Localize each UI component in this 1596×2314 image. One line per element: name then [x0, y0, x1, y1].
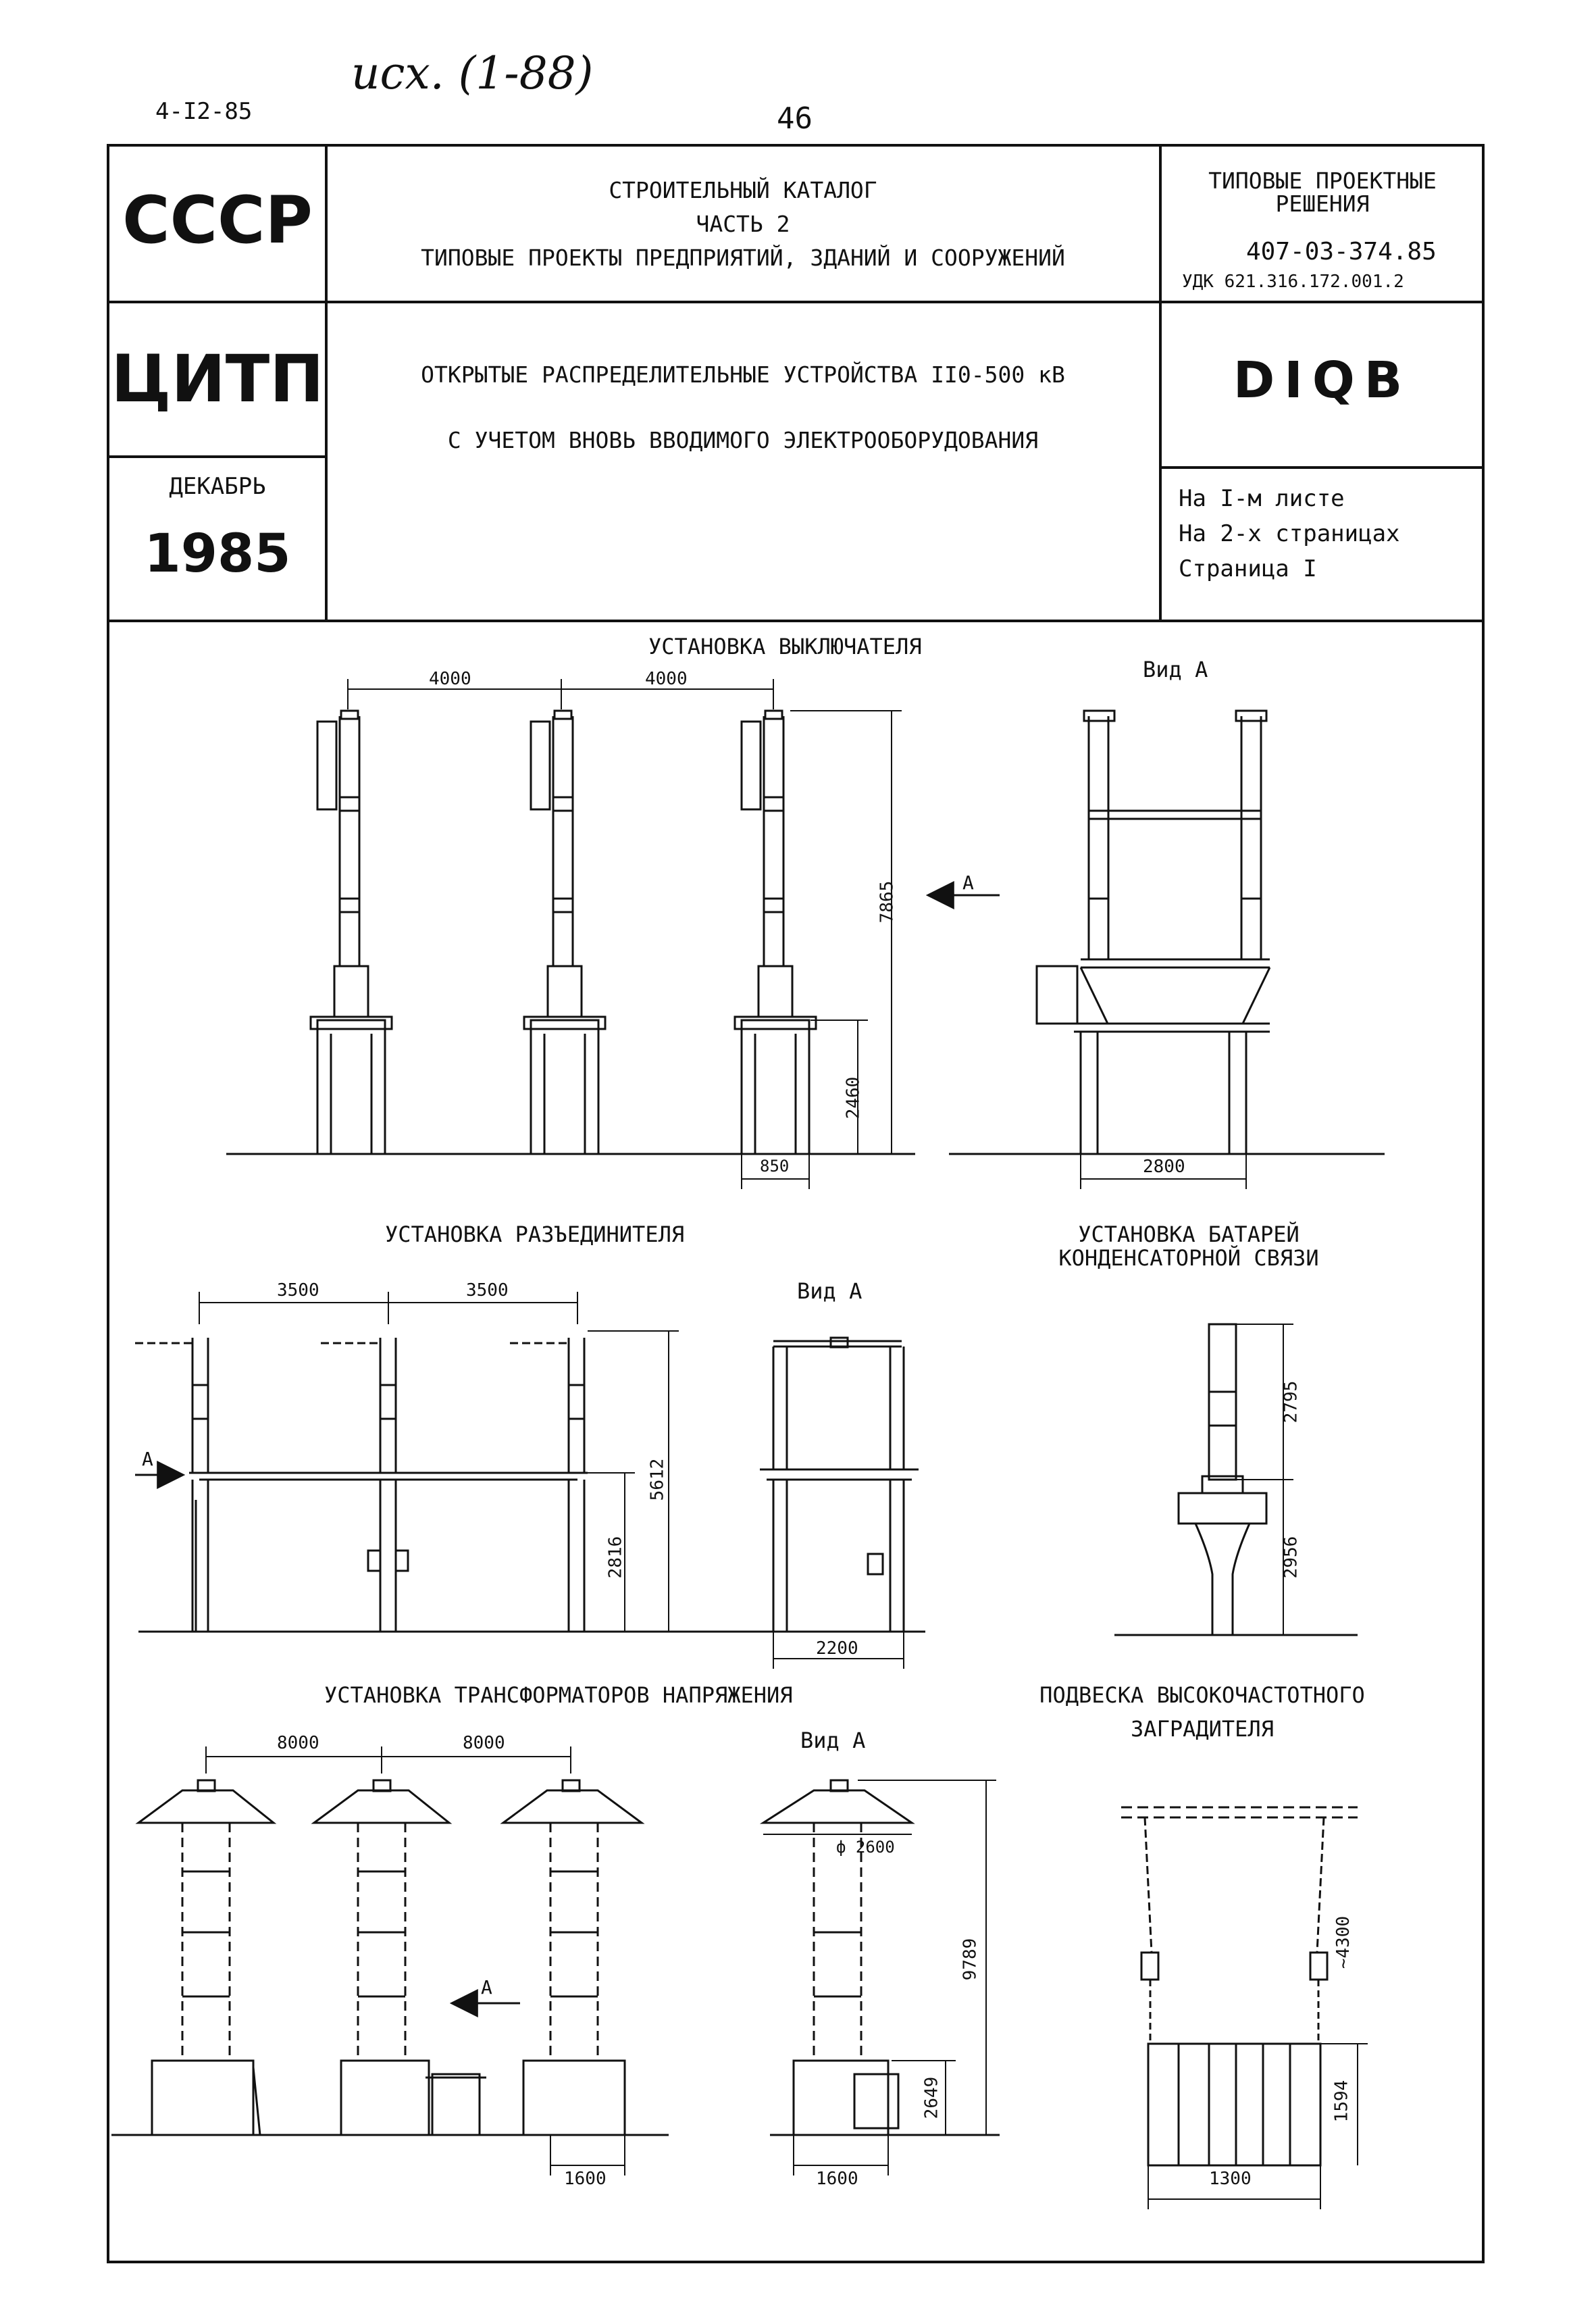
capacitor-drawing [1114, 1323, 1358, 1636]
disconnector-dim-height: 5612 [647, 1458, 668, 1501]
header-divider-right [1159, 144, 1162, 621]
catalog-line-1: СТРОИТЕЛЬНЫЙ КАТАЛОГ [609, 177, 877, 203]
catalog-line-3: ТИПОВЫЕ ПРОЕКТЫ ПРЕДПРИЯТИЙ, ЗДАНИЙ И СО… [421, 245, 1065, 271]
sheet-title-line-2: С УЧЕТОМ ВНОВЬ ВВОДИМОГО ЭЛЕКТРООБОРУДОВ… [447, 427, 1039, 453]
header-row-line [107, 301, 1485, 303]
breaker-pole-2 [523, 709, 607, 1155]
typical-solutions-line-1: ТИПОВЫЕ ПРОЕКТНЫЕ [1208, 168, 1437, 194]
outer-frame [107, 144, 1485, 2263]
disconnector-dim-base: 2816 [605, 1536, 626, 1579]
transformer-view-a [759, 1779, 1000, 2175]
citp-label: ЦИТП [111, 341, 324, 417]
breaker-pole-3 [733, 709, 817, 1155]
disconnector-dim-view-width: 2200 [816, 1638, 858, 1659]
disconnector-dim-span-2: 3500 [466, 1280, 509, 1301]
breaker-arrow-label: А [962, 872, 974, 894]
breaker-dim-view-width: 2800 [1143, 1157, 1185, 1177]
transformer-view-label: Вид А [800, 1728, 866, 1753]
document-code: 4-I2-85 [155, 98, 253, 125]
breaker-dim-base: 2460 [843, 1076, 864, 1120]
header-left-split [107, 455, 326, 458]
breaker-dim-width: 850 [760, 1157, 790, 1176]
trap-dim-base: 1594 [1331, 2080, 1352, 2123]
transformer-unit-2 [311, 1779, 486, 2136]
page-number: 46 [777, 101, 813, 136]
typical-solutions-line-2: РЕШЕНИЯ [1275, 191, 1370, 217]
disconnector-title: УСТАНОВКА РАЗЪЕДИНИТЕЛЯ [385, 1222, 685, 1247]
sheet-info-1: На I-м листе [1179, 485, 1345, 512]
year-label: 1985 [144, 524, 291, 584]
sheet-info-3: Страница I [1179, 555, 1317, 582]
transformer-title: УСТАНОВКА ТРАНСФОРМАТОРОВ НАПРЯЖЕНИЯ [324, 1682, 793, 1708]
breaker-pole-1 [309, 709, 393, 1155]
disconnector-dim-span-1: 3500 [277, 1280, 319, 1301]
month-label: ДЕКАБРЬ [169, 473, 266, 500]
breaker-drawing [226, 679, 1000, 1189]
ussr-label: СССР [122, 182, 313, 258]
breaker-dim-height: 7865 [877, 880, 898, 924]
trap-title-line-2: ЗАГРАДИТЕЛЯ [1131, 1716, 1274, 1742]
breaker-view-label: Вид А [1143, 657, 1208, 682]
header-right-split [1159, 466, 1485, 469]
trap-dim-top: ~4300 [1333, 1915, 1354, 1969]
udk-code: УДК 621.316.172.001.2 [1182, 272, 1404, 292]
header-bottom-line [107, 620, 1485, 622]
transformer-unit-3 [500, 1779, 645, 2136]
project-number: 407-03-374.85 [1246, 238, 1437, 266]
breaker-dim-span-2: 4000 [645, 669, 688, 689]
disconnector-arrow-label: А [142, 1448, 153, 1470]
breaker-view-a [949, 709, 1385, 1189]
catalog-line-2: ЧАСТЬ 2 [696, 211, 790, 237]
handwritten-note: исх. (1-88) [351, 47, 594, 99]
sheet-info-2: На 2-х страницах [1179, 520, 1400, 547]
transformer-arrow-label: А [481, 1976, 492, 1998]
transformer-dim-view-width: 1600 [816, 2169, 858, 2189]
sheet-title-line-1: ОТКРЫТЫЕ РАСПРЕДЕЛИТЕЛЬНЫЕ УСТРОЙСТВА II… [421, 361, 1065, 388]
disconnector-view-label: Вид А [797, 1278, 863, 1304]
capacitor-dim-top: 2795 [1281, 1380, 1302, 1424]
transformer-drawing [111, 1746, 669, 2175]
transformer-dim-span-2: 8000 [463, 1733, 505, 1753]
disconnector-pole-2 [321, 1338, 409, 1632]
trap-title-line-1: ПОДВЕСКА ВЫСОКОЧАСТОТНОГО [1039, 1682, 1365, 1708]
capacitor-title-line-2: КОНДЕНСАТОРНОЙ СВЯЗИ [1058, 1245, 1319, 1271]
catalog-code: DIQB [1233, 351, 1412, 409]
disconnector-pole-1 [135, 1338, 213, 1632]
disconnector-pole-3 [510, 1338, 588, 1632]
trap-dim-width: 1300 [1209, 2169, 1252, 2189]
transformer-dim-height: 9789 [960, 1938, 981, 1981]
trap-drawing [1121, 1806, 1368, 2209]
disconnector-drawing [135, 1292, 925, 1633]
transformer-dim-span-1: 8000 [277, 1733, 319, 1753]
transformer-unit-1 [135, 1779, 277, 2136]
breaker-title: УСТАНОВКА ВЫКЛЮЧАТЕЛЯ [648, 634, 922, 659]
transformer-dim-diameter: ф 2600 [836, 1838, 895, 1857]
capacitor-title-line-1: УСТАНОВКА БАТАРЕЙ [1078, 1222, 1299, 1247]
transformer-dim-width: 1600 [564, 2169, 607, 2189]
disconnector-view-a [750, 1336, 925, 1669]
breaker-dim-span-1: 4000 [429, 669, 471, 689]
transformer-dim-base: 2649 [921, 2076, 942, 2119]
header-divider-left [325, 144, 328, 621]
capacitor-dim-base: 2956 [1281, 1536, 1302, 1579]
